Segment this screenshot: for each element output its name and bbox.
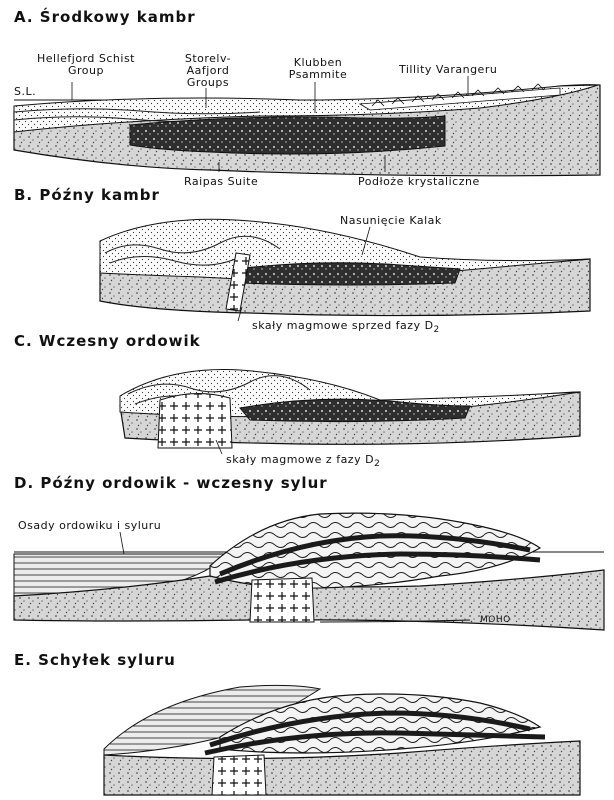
pluton bbox=[158, 393, 232, 448]
label-hellefjord: Hellefjord Schist Group bbox=[37, 53, 135, 77]
label-hellefjord-line2: Group bbox=[37, 65, 135, 77]
panel-d: D. Późny ordowik - wczesny sylur Osady o… bbox=[0, 470, 614, 645]
orogen-body bbox=[210, 513, 540, 588]
label-moho: MOHO bbox=[480, 614, 511, 626]
label-tillity: Tillity Varangeru bbox=[399, 64, 497, 76]
cross-section-b bbox=[0, 183, 614, 333]
panel-a: A. Środkowy kambr Hellefjord Schist Grou… bbox=[0, 0, 614, 195]
panel-b: B. Późny kambr Nasunięcie Kalak skały ma… bbox=[0, 183, 614, 333]
label-nasuniecie: Nasunięcie Kalak bbox=[340, 215, 442, 227]
cross-section-e bbox=[0, 645, 614, 800]
label-sea-level: S.L. bbox=[14, 86, 36, 98]
cross-section-a bbox=[0, 0, 614, 195]
panel-e: E. Schyłek syluru bbox=[0, 645, 614, 800]
panel-c: C. Wczesny ordowik skały magmowe z fazy … bbox=[0, 328, 614, 473]
pluton bbox=[212, 755, 266, 795]
cross-section-d bbox=[0, 470, 614, 645]
label-skaly-z-fazy-sub: 2 bbox=[374, 459, 380, 469]
pluton bbox=[250, 578, 314, 622]
label-klubben: Klubben Psammite bbox=[289, 57, 347, 81]
label-osady: Osady ordowiku i syluru bbox=[18, 520, 161, 532]
cross-section-c bbox=[0, 328, 614, 473]
label-skaly-z-fazy-main: skały magmowe z fazy D bbox=[226, 453, 374, 466]
label-klubben-line2: Psammite bbox=[289, 69, 347, 81]
label-storelv: Storelv- Aafjord Groups bbox=[185, 53, 231, 89]
label-storelv-line3: Groups bbox=[185, 77, 231, 89]
raipas-unit bbox=[130, 116, 445, 154]
leader-line bbox=[120, 532, 124, 554]
label-skaly-z-fazy: skały magmowe z fazy D2 bbox=[226, 454, 380, 470]
